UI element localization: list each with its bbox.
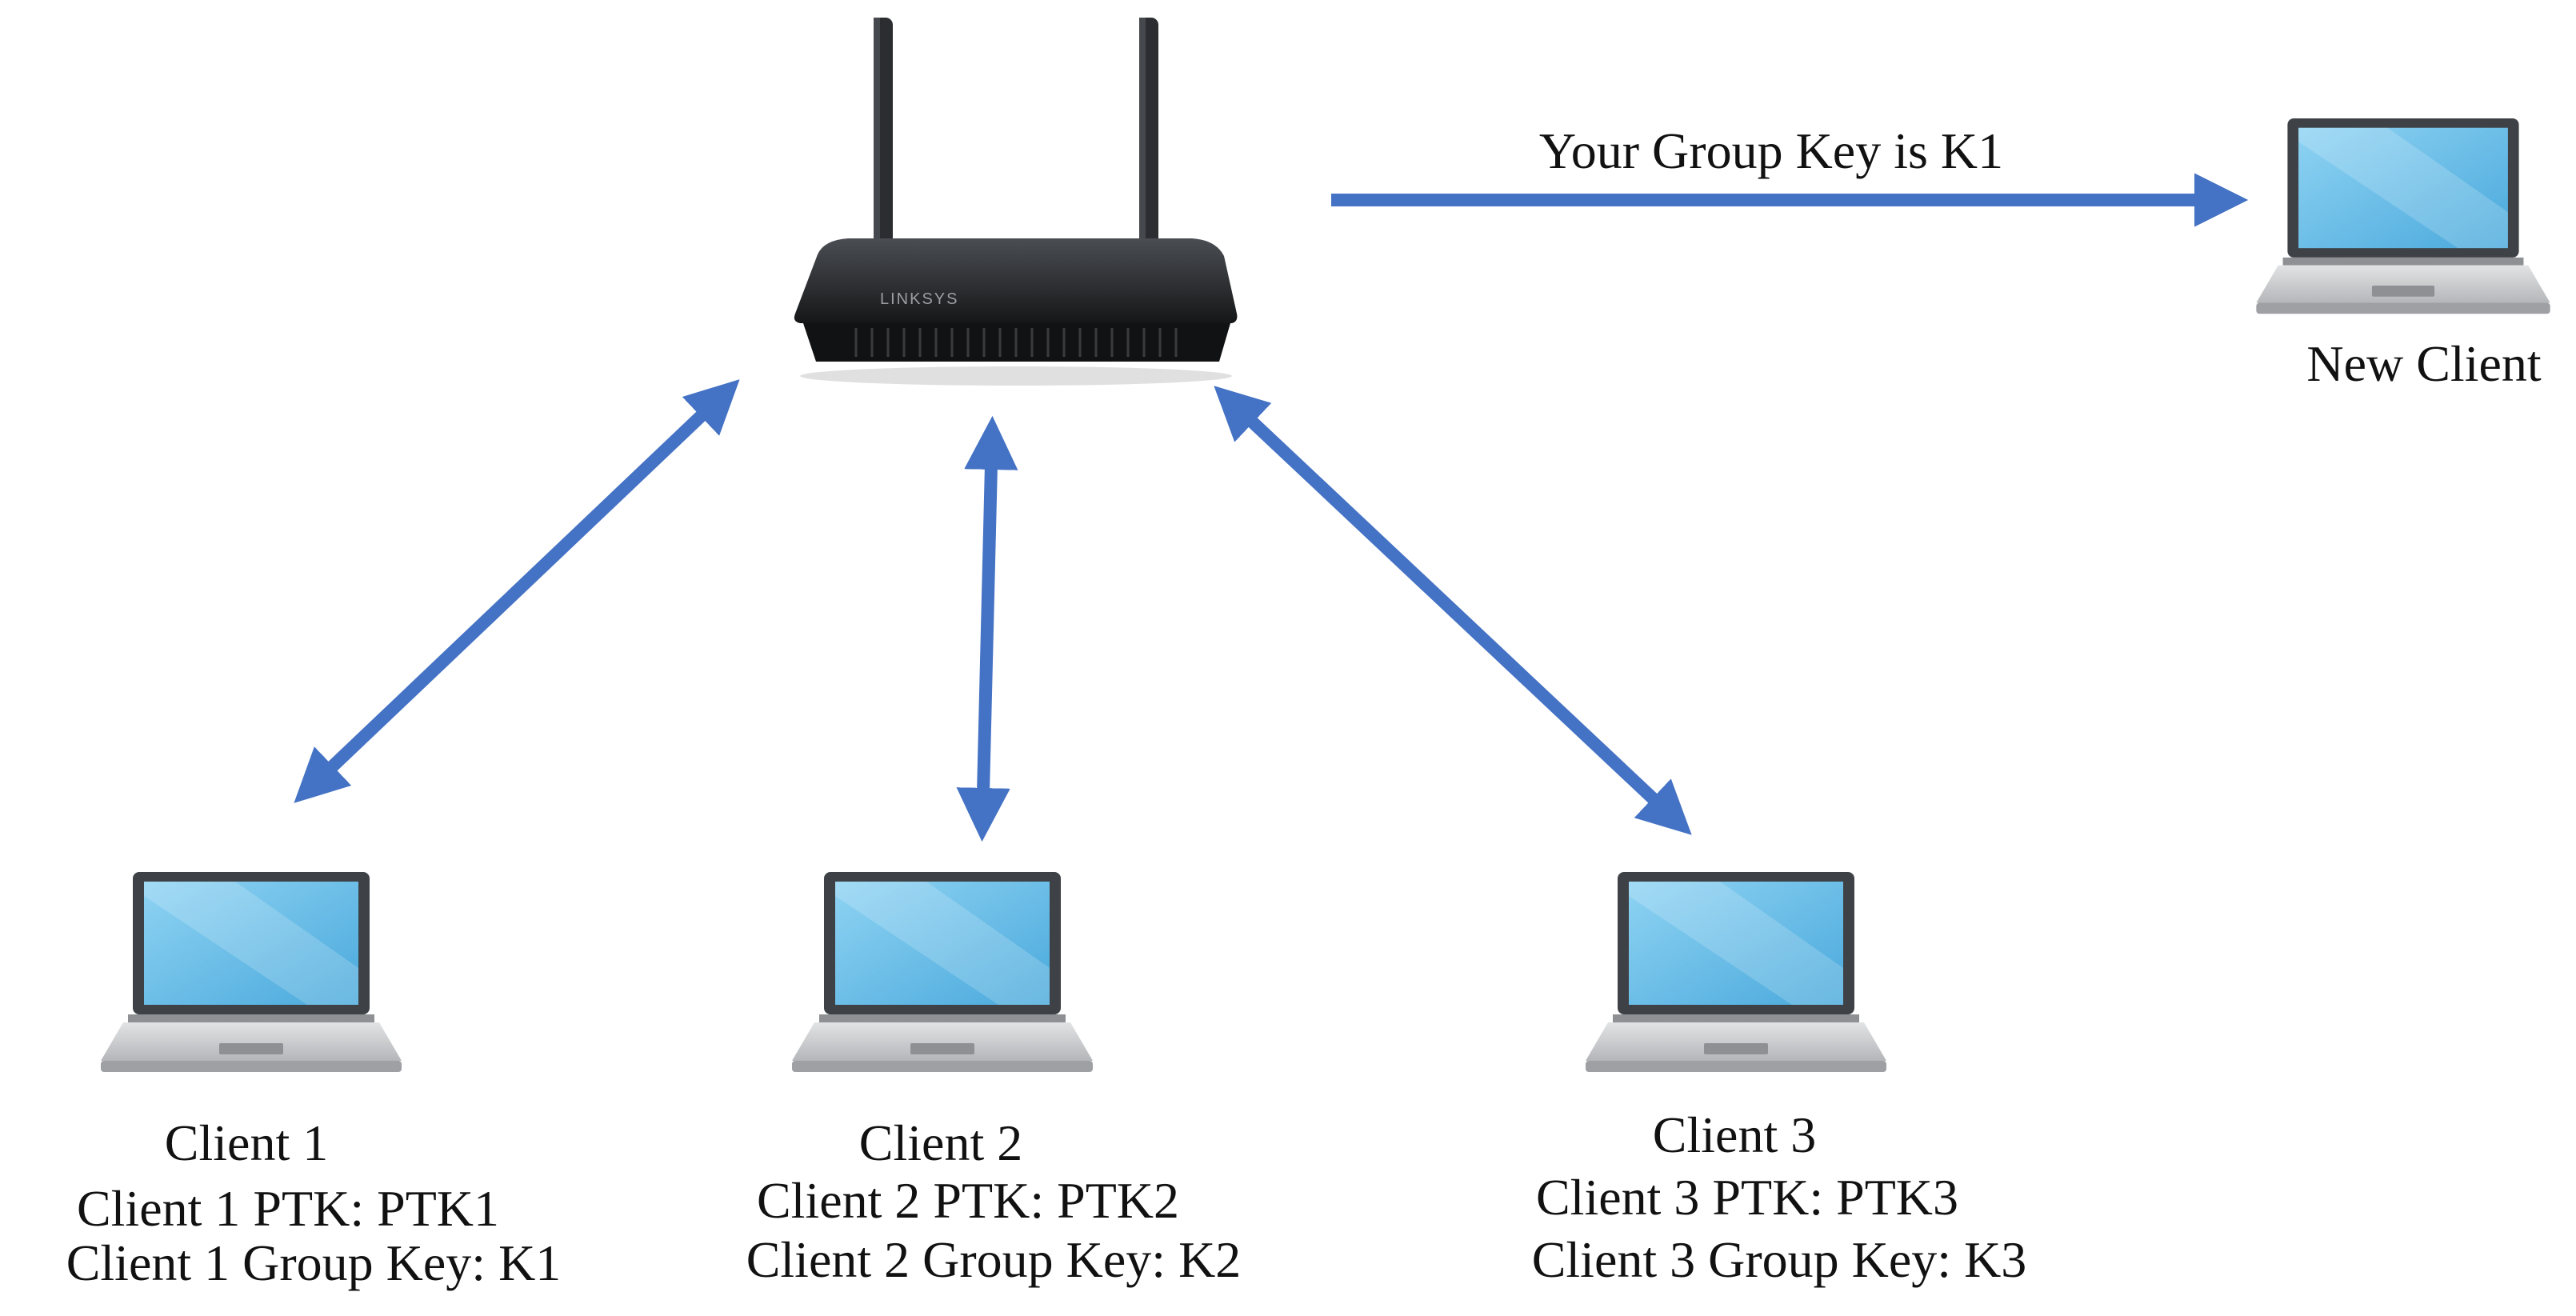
- arrow-client-2: [956, 415, 1018, 842]
- client-3-labels: Client 3 Client 3 PTK: PTK3 Client 3 Gro…: [1532, 1106, 2027, 1288]
- client-title: Client 3: [1653, 1106, 1816, 1163]
- client-group-key: Client 3 Group Key: K3: [1532, 1231, 2027, 1288]
- new-client-label: New Client: [2306, 335, 2542, 392]
- client-title: Client 1: [165, 1114, 328, 1171]
- client-2-labels: Client 2 Client 2 PTK: PTK2 Client 2 Gro…: [746, 1114, 1242, 1288]
- arrow-client-1: [294, 379, 740, 803]
- laptop-icon: [2256, 118, 2550, 314]
- laptop-icon: [792, 872, 1093, 1072]
- client-ptk: Client 2 PTK: PTK2: [757, 1172, 1179, 1229]
- router-icon: LINKSYS: [794, 18, 1238, 386]
- connection-arrows: [294, 173, 2249, 842]
- client-ptk: Client 3 PTK: PTK3: [1536, 1169, 1958, 1226]
- client-group-key: Client 2 Group Key: K2: [746, 1231, 1242, 1288]
- client-ptk: Client 1 PTK: PTK1: [77, 1180, 499, 1237]
- client-1-labels: Client 1 Client 1 PTK: PTK1 Client 1 Gro…: [66, 1114, 562, 1291]
- laptop-icon: [1586, 872, 1886, 1072]
- router-brand-logo: LINKSYS: [880, 290, 958, 308]
- client-group-key: Client 1 Group Key: K1: [66, 1234, 562, 1291]
- group-key-message: Your Group Key is K1: [1539, 122, 2003, 179]
- client-title: Client 2: [859, 1114, 1022, 1171]
- laptop-icon: [101, 872, 402, 1072]
- arrow-client-3: [1214, 386, 1692, 835]
